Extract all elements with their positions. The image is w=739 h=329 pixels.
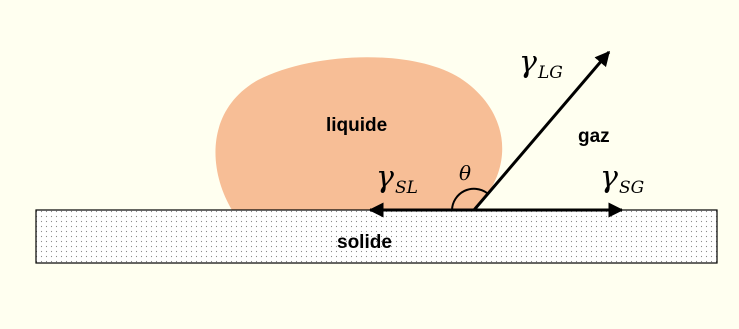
gamma-sl-label: γSL — [376, 160, 418, 197]
theta-label: θ — [459, 161, 472, 185]
solid-substrate — [35, 209, 718, 264]
liquid-droplet — [215, 57, 503, 210]
solid-label: solide — [337, 232, 392, 253]
liquid-label: liquide — [326, 115, 388, 136]
gamma-sg-subscript: SG — [618, 178, 645, 198]
contact-angle-arc — [451, 187, 488, 211]
gas-label: gaz — [578, 126, 610, 147]
gamma-sl-subscript: SL — [394, 178, 418, 198]
gamma-lg-arrow — [472, 50, 611, 211]
gamma-symbol: γ — [376, 160, 394, 195]
gamma-symbol: γ — [600, 160, 618, 195]
gamma-lg-subscript: LG — [537, 63, 563, 83]
gamma-symbol: γ — [519, 45, 537, 80]
gamma-lg-label: γLG — [519, 45, 563, 82]
gamma-sg-label: γSG — [600, 160, 644, 197]
